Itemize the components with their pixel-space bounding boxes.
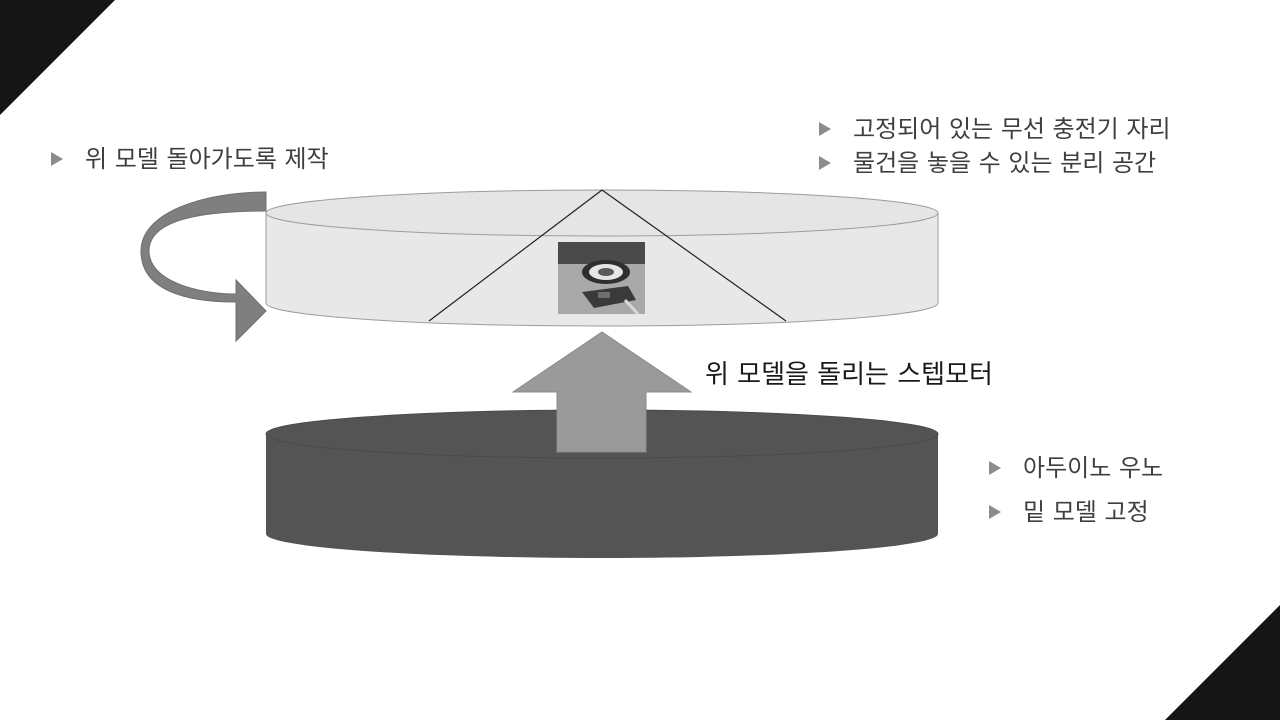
bottom-right-corner-triangle xyxy=(1165,605,1280,720)
bullet-item: 아두이노 우노 xyxy=(989,456,1163,480)
divider-lines xyxy=(428,189,787,322)
up-arrow xyxy=(511,331,693,453)
bottom-right-bullets: 아두이노 우노 밑 모델 고정 xyxy=(989,456,1163,524)
bullet-text: 물건을 놓을 수 있는 분리 공간 xyxy=(853,149,1157,177)
bullet-text: 위 모델 돌아가도록 제작 xyxy=(85,145,329,173)
bullet-item: 위 모델 돌아가도록 제작 xyxy=(51,147,329,171)
top-left-bullets: 위 모델 돌아가도록 제작 xyxy=(51,147,329,171)
top-right-bullets: 고정되어 있는 무선 충전기 자리 물건을 놓을 수 있는 분리 공간 xyxy=(819,117,1171,175)
rotation-arrow xyxy=(140,191,267,343)
bullet-text: 아두이노 우노 xyxy=(1023,454,1164,482)
bullet-text: 고정되어 있는 무선 충전기 자리 xyxy=(853,115,1171,143)
bullet-item: 고정되어 있는 무선 충전기 자리 xyxy=(819,117,1171,141)
triangle-bullet-icon xyxy=(989,461,1001,475)
triangle-bullet-icon xyxy=(989,505,1001,519)
triangle-bullet-icon xyxy=(819,122,831,136)
bullet-item: 물건을 놓을 수 있는 분리 공간 xyxy=(819,151,1171,175)
motor-caption: 위 모델을 돌리는 스텝모터 xyxy=(705,360,993,390)
top-left-corner-triangle xyxy=(0,0,115,115)
triangle-bullet-icon xyxy=(51,152,63,166)
bullet-text: 밑 모델 고정 xyxy=(1023,498,1149,526)
bullet-item: 밑 모델 고정 xyxy=(989,500,1163,524)
triangle-bullet-icon xyxy=(819,156,831,170)
wireless-charger-photo xyxy=(558,242,645,316)
